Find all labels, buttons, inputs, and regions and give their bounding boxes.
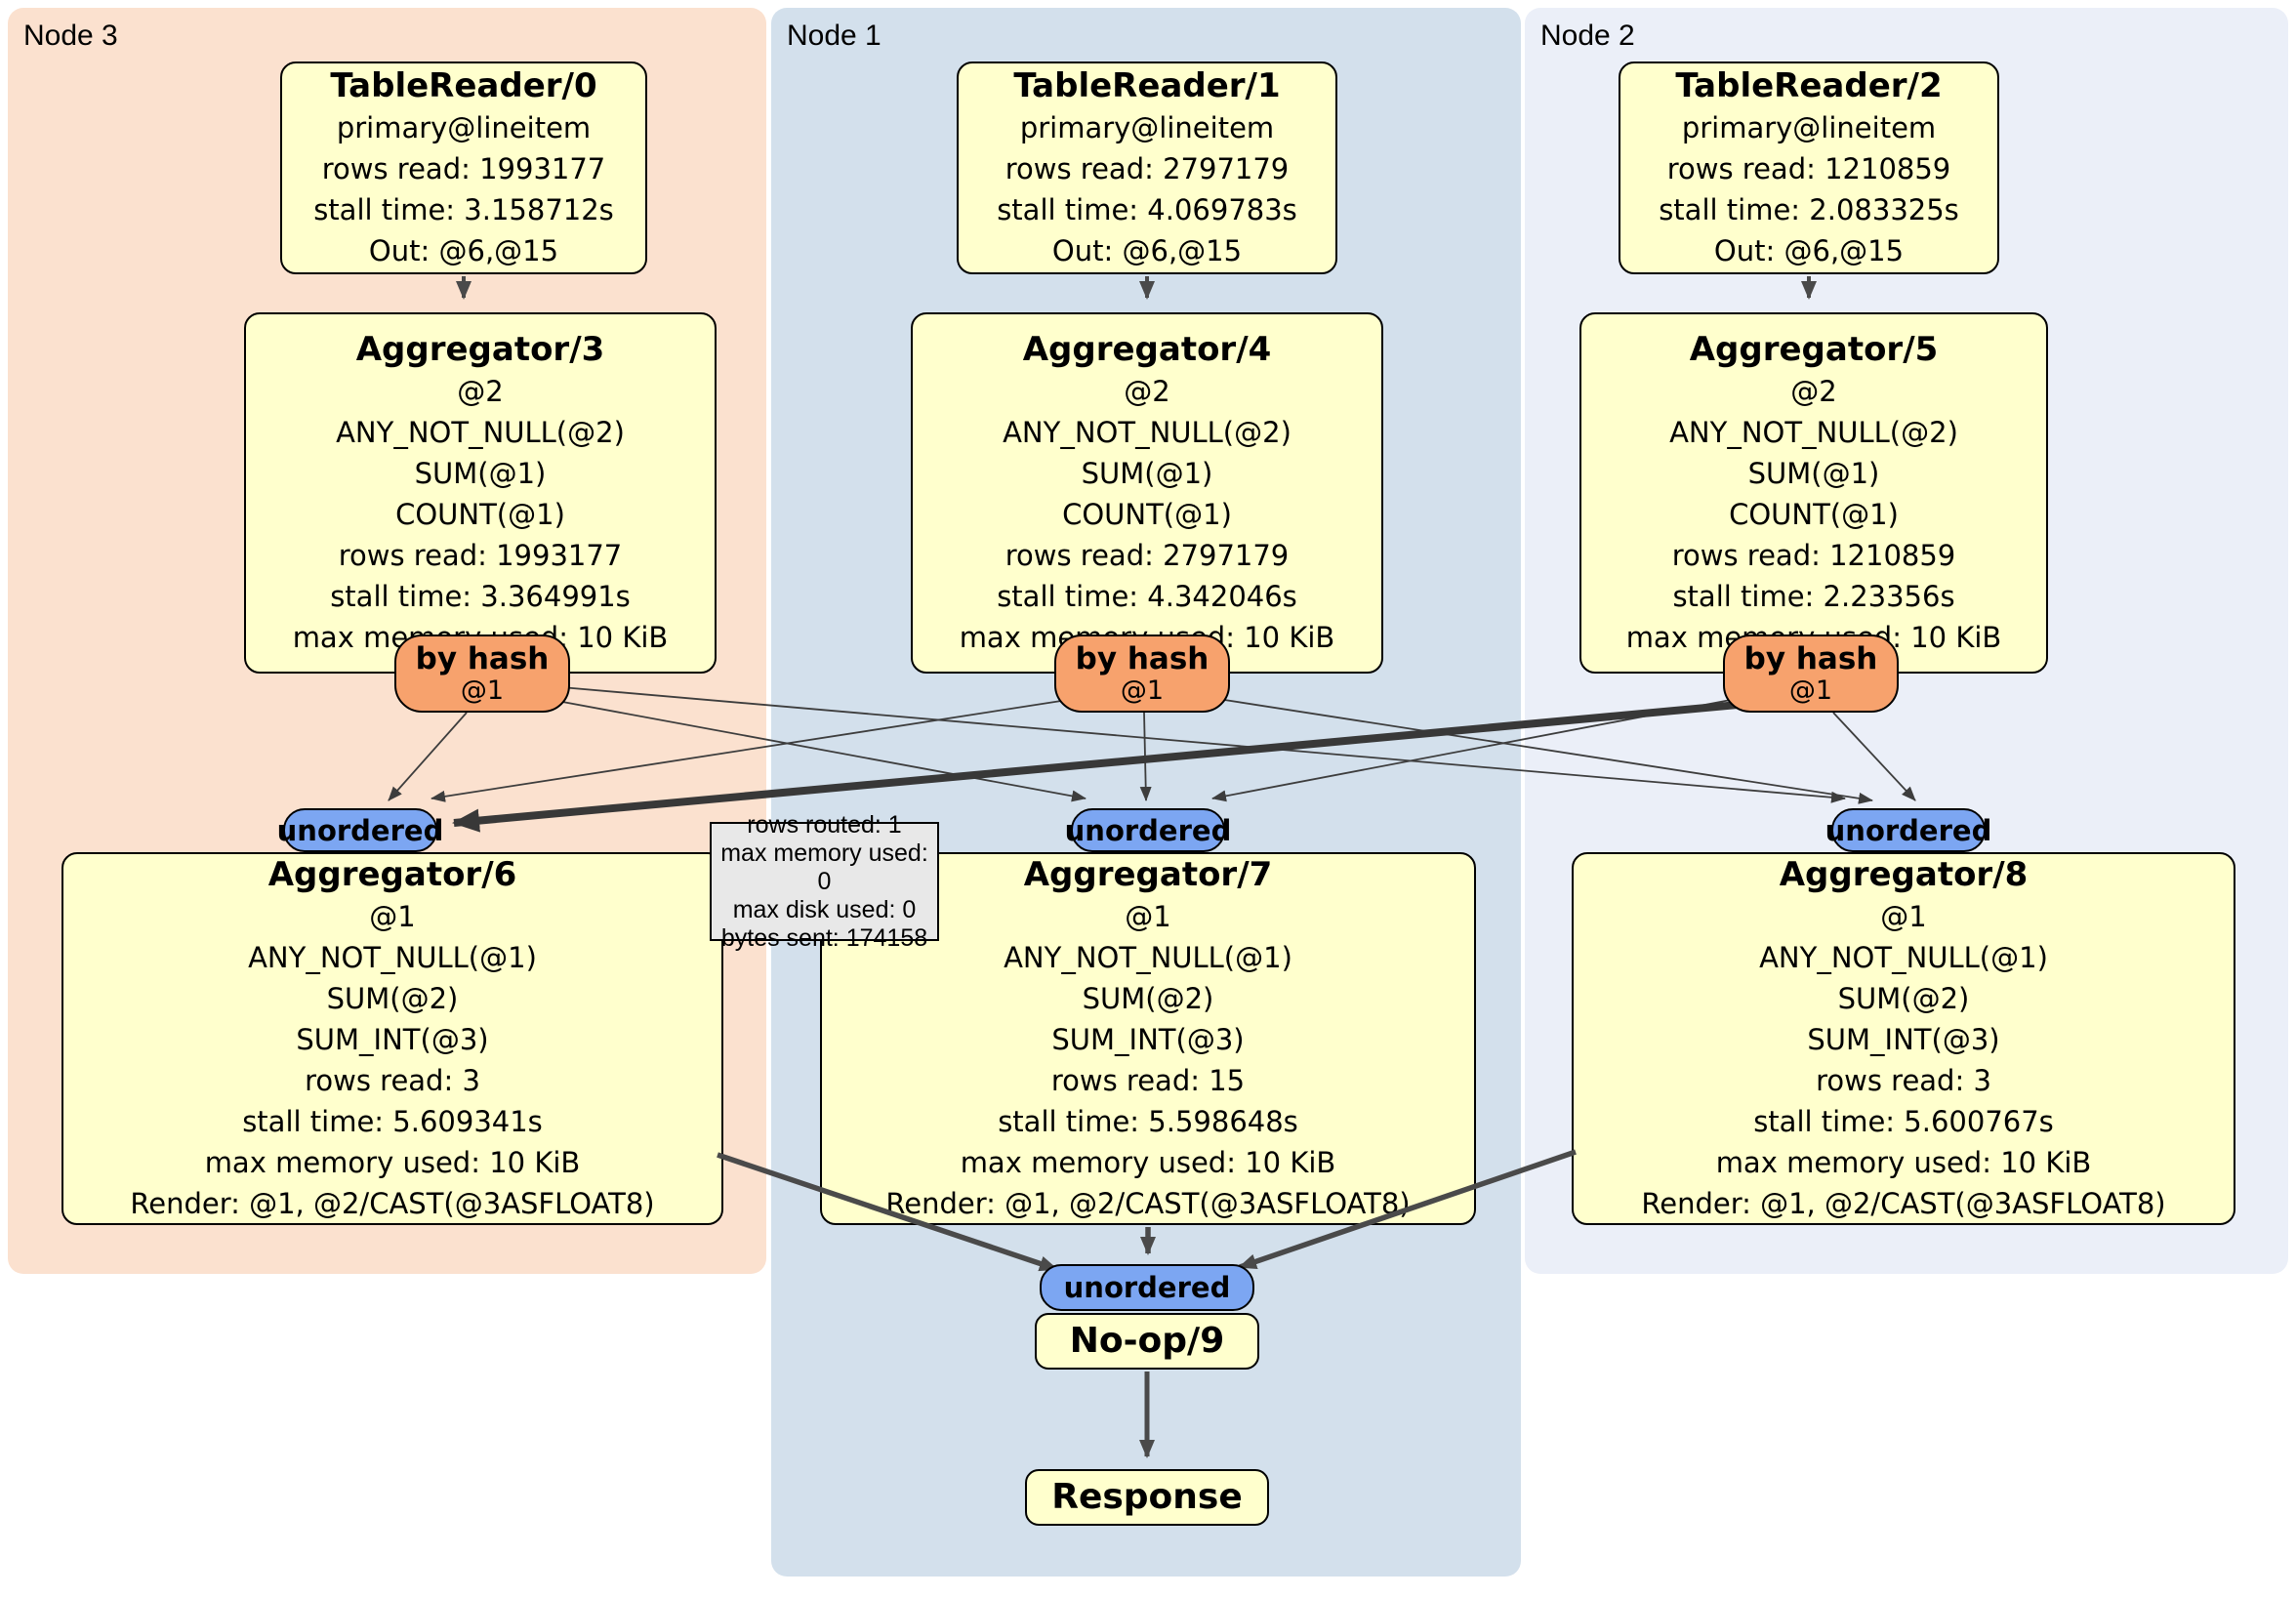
router-by-hash-node3[interactable]: by hash @1 [394,635,570,713]
noop-9-title: No-op/9 [1069,1321,1225,1361]
response-box: Response [1025,1469,1269,1526]
table-reader-1-title: TableReader/1 [1013,66,1281,105]
table-reader-0-title: TableReader/0 [330,66,597,105]
node2-region-label: Node 2 [1540,20,1635,52]
aggregator-6-box: Aggregator/6 @1 ANY_NOT_NULL(@1) SUM(@2)… [62,852,723,1225]
aggregator-3-box: Aggregator/3 @2 ANY_NOT_NULL(@2) SUM(@1)… [244,312,717,674]
stream-unordered-node2[interactable]: unordered [1825,808,1991,852]
aggregator-5-title: Aggregator/5 [1689,330,1939,369]
table-reader-0-box: TableReader/0 primary@lineitem rows read… [280,61,647,274]
node1-region-label: Node 1 [787,20,882,52]
aggregator-8-title: Aggregator/8 [1779,855,2029,894]
stream-unordered-sink[interactable]: unordered [1040,1264,1254,1311]
aggregator-4-box: Aggregator/4 @2 ANY_NOT_NULL(@2) SUM(@1)… [911,312,1383,674]
table-reader-2-title: TableReader/2 [1675,66,1943,105]
aggregator-7-title: Aggregator/7 [1023,855,1273,894]
router-by-hash-node2[interactable]: by hash @1 [1723,635,1899,713]
aggregator-3-title: Aggregator/3 [355,330,605,369]
table-reader-2-box: TableReader/2 primary@lineitem rows read… [1619,61,1999,274]
response-title: Response [1051,1477,1243,1517]
router-by-hash-node1[interactable]: by hash @1 [1054,635,1230,713]
stream-unordered-node1[interactable]: unordered [1065,808,1231,852]
aggregator-4-title: Aggregator/4 [1022,330,1272,369]
edge-stats-tooltip: rows routed: 1 max memory used: 0 max di… [710,811,939,952]
aggregator-5-box: Aggregator/5 @2 ANY_NOT_NULL(@2) SUM(@1)… [1579,312,2048,674]
stream-unordered-node3[interactable]: unordered [277,808,443,852]
node3-region-label: Node 3 [23,20,118,52]
aggregator-6-title: Aggregator/6 [267,855,517,894]
aggregator-8-box: Aggregator/8 @1 ANY_NOT_NULL(@1) SUM(@2)… [1572,852,2235,1225]
table-reader-1-box: TableReader/1 primary@lineitem rows read… [957,61,1337,274]
noop-9-box: No-op/9 [1035,1313,1259,1370]
